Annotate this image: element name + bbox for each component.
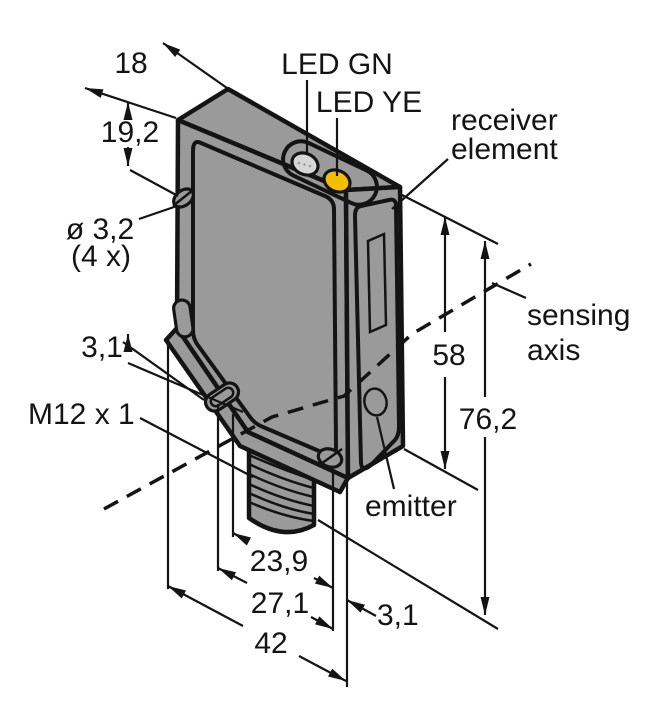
ext-line-top bbox=[401, 194, 499, 245]
dim-3-1-lower-arrow bbox=[346, 599, 377, 617]
dim-23-9-left bbox=[232, 532, 251, 546]
dim-42-right bbox=[298, 655, 347, 682]
mounting-hole-slot-line bbox=[172, 189, 194, 207]
label-dim-19-2: 19,2 bbox=[101, 116, 159, 149]
dim-line-19-2 bbox=[84, 86, 177, 120]
label-dim-27-1: 27,1 bbox=[251, 587, 309, 620]
emitter-leader bbox=[375, 416, 396, 490]
label-receiver-2: element bbox=[451, 133, 558, 166]
sensor-body bbox=[163, 86, 406, 535]
dim-42-left bbox=[167, 585, 244, 627]
led-dot bbox=[297, 161, 301, 165]
emitter-lens bbox=[363, 387, 388, 417]
receiver-leader bbox=[391, 158, 449, 210]
label-dim-42: 42 bbox=[254, 627, 287, 660]
dim-line-18 bbox=[162, 42, 228, 89]
label-emitter: emitter bbox=[365, 490, 457, 523]
connector-thread bbox=[248, 491, 315, 516]
label-dim-3-1-upper: 3,1 bbox=[81, 331, 123, 364]
m12-connector bbox=[246, 447, 317, 535]
label-receiver-1: receiver bbox=[451, 104, 558, 137]
label-dim-3-1-lower: 3,1 bbox=[377, 599, 419, 632]
hole-dia-leader bbox=[138, 204, 178, 221]
label-dim-18: 18 bbox=[114, 47, 147, 80]
dim-23-9-right bbox=[313, 575, 334, 589]
label-hole-dia-1: ø 3,2 bbox=[66, 213, 134, 246]
label-sensing-2: axis bbox=[527, 334, 580, 367]
dim-27-1-left bbox=[217, 567, 248, 584]
receiver-window bbox=[366, 232, 388, 334]
slot-ext-line-b bbox=[127, 361, 244, 414]
ext-line-58-bottom bbox=[403, 448, 479, 491]
label-thread: M12 x 1 bbox=[28, 398, 135, 431]
label-dim-58: 58 bbox=[432, 339, 465, 372]
connector-thread bbox=[248, 500, 315, 523]
front-recess-outline bbox=[191, 140, 338, 458]
dim-27-1-right bbox=[310, 616, 334, 630]
mounting-hole-slot-line bbox=[317, 447, 343, 468]
side-slot bbox=[172, 298, 195, 339]
label-dim-76-2: 76,2 bbox=[459, 403, 517, 436]
led-yellow-lens bbox=[322, 168, 352, 194]
led-dot bbox=[308, 164, 312, 168]
led-dot bbox=[303, 163, 306, 166]
sensing-axis-leader bbox=[491, 281, 527, 300]
label-sensing-1: sensing bbox=[527, 299, 630, 332]
sensing-axis-line bbox=[103, 262, 532, 511]
hole-center-line bbox=[129, 169, 179, 197]
ext-line-76-2-bottom bbox=[317, 519, 499, 630]
label-led-gn: LED GN bbox=[281, 48, 393, 81]
connector-thread bbox=[248, 462, 315, 490]
led-cluster bbox=[281, 139, 379, 207]
connector-thread bbox=[248, 472, 315, 499]
thread-leader bbox=[139, 417, 254, 478]
chamfer-slot-inner bbox=[209, 386, 235, 408]
label-led-ye: LED YE bbox=[316, 86, 422, 119]
dimension-annotations bbox=[84, 42, 527, 687]
optics-recess-outline bbox=[353, 197, 401, 471]
connector-thread bbox=[248, 482, 315, 508]
text-labels: 18 19,2 LED GN LED YE receiver element ø… bbox=[28, 47, 630, 660]
label-hole-dia-2: (4 x) bbox=[71, 240, 131, 273]
label-dim-23-9: 23,9 bbox=[250, 545, 308, 578]
